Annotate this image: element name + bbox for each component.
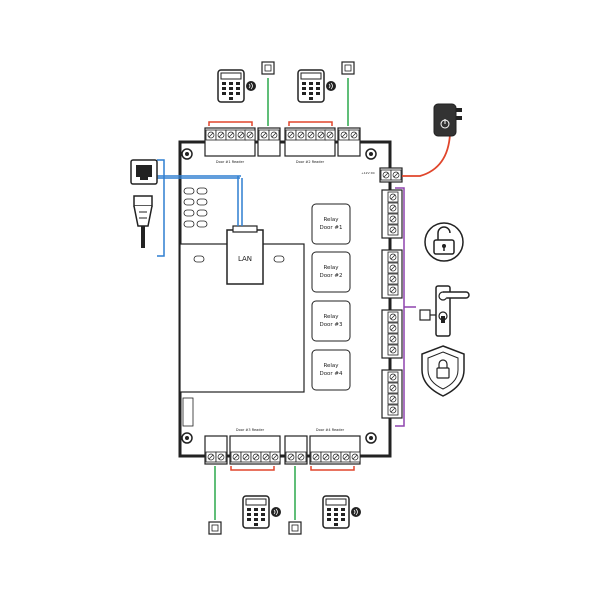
door-sensor-icon — [208, 521, 222, 535]
svg-text:Relay: Relay — [323, 314, 339, 320]
svg-text:Door #4: Door #4 — [319, 371, 343, 377]
door-handle-lock-icon — [419, 285, 470, 337]
power-terminal: +12V DC — [361, 167, 403, 183]
ethernet-port-icon — [130, 159, 158, 185]
keypad-reader-icon — [297, 69, 337, 103]
svg-text:Door #3: Door #3 — [319, 322, 343, 328]
power-adapter-icon — [433, 103, 462, 137]
keypad-reader-icon — [242, 495, 282, 529]
svg-text:Door #1 Reader: Door #1 Reader — [216, 160, 245, 164]
led-indicators — [183, 187, 285, 263]
terminal-block-top-right: Door #2 Reader — [284, 127, 361, 164]
door-sensor-icon — [341, 61, 355, 75]
lan-label: LAN — [238, 255, 252, 263]
ethernet-plug-icon — [133, 195, 153, 248]
terminal-block-bottom-left: Door #3 Reader — [204, 428, 281, 465]
keypad-reader-icon — [322, 495, 362, 529]
svg-text:Door #2: Door #2 — [319, 273, 342, 279]
relay-terminals — [381, 189, 403, 419]
unlock-icon — [424, 222, 464, 262]
svg-text:Door #3 Reader: Door #3 Reader — [236, 428, 265, 432]
pin-header — [182, 397, 194, 427]
lan-wire — [157, 175, 243, 226]
relay-door-2: Relay Door #2 — [311, 251, 351, 293]
svg-text:Relay: Relay — [323, 363, 339, 369]
terminal-block-top-left: Door #1 Reader — [204, 127, 281, 164]
door-sensor-icon — [261, 61, 275, 75]
keypad-reader-icon — [217, 69, 257, 103]
power-wire — [402, 133, 451, 177]
svg-text:Door #2 Reader: Door #2 Reader — [296, 160, 325, 164]
lan-port — [226, 229, 264, 285]
relay-bracket — [395, 187, 416, 427]
svg-text:Door #1: Door #1 — [319, 225, 342, 231]
relay-door-1: Relay Door #1 — [311, 203, 351, 245]
svg-text:+12V DC: +12V DC — [361, 171, 375, 175]
relay-door-4: Relay Door #4 — [311, 349, 351, 391]
terminal-block-bottom-right: Door #4 Reader — [284, 428, 361, 465]
svg-text:Relay: Relay — [323, 265, 339, 271]
door-sensor-icon — [288, 521, 302, 535]
relay-door-3: Relay Door #3 — [311, 300, 351, 342]
svg-text:Door #4 Reader: Door #4 Reader — [316, 428, 345, 432]
svg-text:Relay: Relay — [323, 217, 339, 223]
shield-lock-icon — [421, 345, 465, 397]
